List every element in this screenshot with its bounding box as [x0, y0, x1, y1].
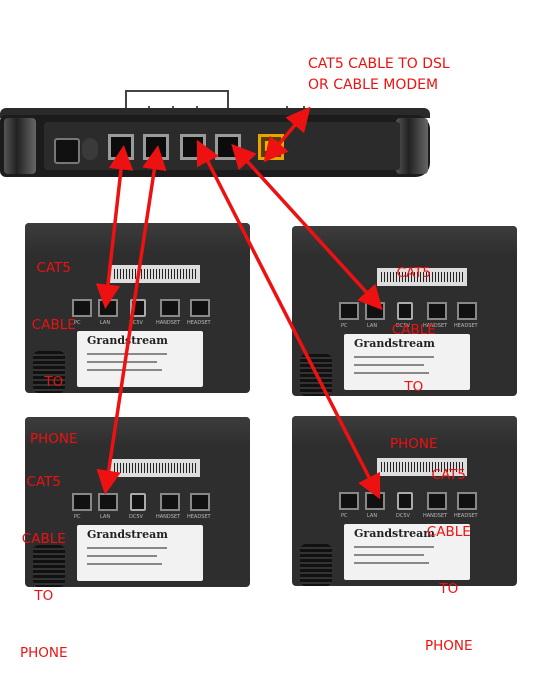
headset-jack: [457, 492, 477, 510]
port-label: DC5V: [396, 323, 410, 329]
barcode-sticker: [377, 268, 467, 286]
annotation-line: TO: [404, 379, 424, 395]
annotation-line: TO: [439, 581, 459, 597]
annotation-line: CABLE: [21, 531, 66, 547]
dc-jack: [397, 492, 413, 510]
product-sticker: Grandstream: [344, 524, 470, 580]
modem-annotation-line2: OR CABLE MODEM: [308, 77, 439, 93]
phone-annotation-bottom-right: CAT5 CABLE TO PHONE: [425, 428, 473, 675]
annotation-line: CAT5: [431, 467, 466, 483]
annotation-line: PHONE: [425, 638, 473, 654]
annotation-line: CAT5: [396, 265, 431, 281]
annotation-line: PHONE: [390, 436, 438, 452]
power-jack: [54, 138, 80, 164]
modem-annotation: CAT5 CABLE TO DSL OR CABLE MODEM: [308, 54, 450, 96]
port-label: PC: [74, 514, 81, 520]
annotation-line: PHONE: [30, 431, 78, 447]
annotation-line: CAT5: [36, 260, 71, 276]
headset-jack: [457, 302, 477, 320]
reset-button: [82, 138, 98, 160]
modem-annotation-line1: CAT5 CABLE TO DSL: [308, 56, 450, 72]
router-top: [0, 108, 430, 118]
phone-annotation-top-right: CAT5 CABLE TO PHONE: [390, 226, 438, 473]
arrow-port1-to-phone-tl: [95, 145, 134, 309]
phone-foot: [33, 545, 65, 587]
port-label: HEADSET: [454, 513, 478, 519]
arrow-port3-to-phone-br: [196, 139, 381, 500]
router-right-cap: [396, 118, 428, 174]
product-sticker: Grandstream: [77, 525, 203, 581]
annotation-line: CAT5: [26, 474, 61, 490]
annotation-line: TO: [44, 374, 64, 390]
handset-jack: [160, 493, 180, 511]
port-label: HEADSET: [454, 323, 478, 329]
brand-name: Grandstream: [87, 528, 168, 541]
port-label: LAN: [100, 514, 111, 520]
annotation-line: TO: [34, 588, 54, 604]
phone-annotation-bottom-left: CAT5 CABLE TO PHONE: [20, 435, 68, 682]
barcode-sticker: [377, 458, 467, 476]
annotation-line: CABLE: [31, 317, 76, 333]
pc-jack: [72, 493, 92, 511]
port-label: DC5V: [129, 514, 143, 520]
arrow-port2-to-phone-bl: [96, 145, 167, 495]
phone-foot: [300, 544, 332, 586]
port-label: HANDSET: [156, 514, 181, 520]
port-label: DC5V: [396, 513, 410, 519]
port-label: LAN: [367, 513, 378, 519]
dc-jack: [397, 302, 413, 320]
annotation-line: CABLE: [426, 524, 471, 540]
port-label: HANDSET: [423, 323, 448, 329]
router-antenna: [125, 90, 229, 114]
phone-annotation-top-left: CAT5 CABLE TO PHONE: [30, 221, 78, 468]
annotation-line: CABLE: [391, 322, 436, 338]
router-left-cap: [4, 118, 36, 174]
port-label: PC: [74, 320, 81, 326]
port-label: HANDSET: [423, 513, 448, 519]
handset-jack: [427, 302, 447, 320]
cable-arrows: [95, 106, 383, 500]
annotation-line: PHONE: [20, 645, 68, 661]
port-label: PC: [341, 513, 348, 519]
pc-jack: [72, 299, 92, 317]
arrow-wan-to-modem: [263, 106, 311, 163]
handset-jack: [427, 492, 447, 510]
port-label: HEADSET: [187, 514, 211, 520]
arrow-port4-to-phone-tr: [231, 143, 383, 311]
phone-foot: [33, 351, 65, 393]
port-label: HANDSET: [156, 320, 181, 326]
brand-name: Grandstream: [354, 527, 435, 540]
